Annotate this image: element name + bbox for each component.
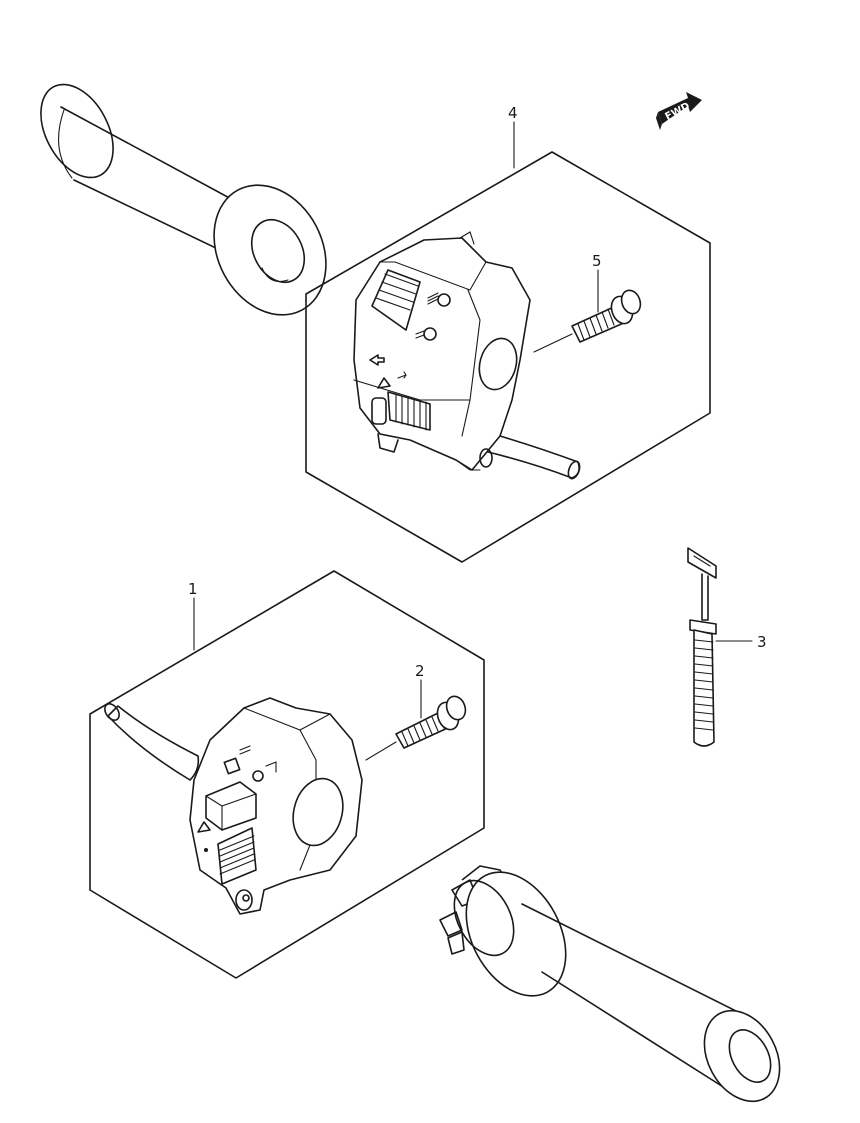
left-switch-assembly	[89, 570, 485, 979]
callout-5: 5	[592, 252, 602, 313]
callout-number-5: 5	[592, 252, 602, 270]
part-1-boundary	[89, 570, 485, 979]
cable-tie-part-3	[687, 547, 717, 747]
callout-number-4: 4	[508, 104, 518, 122]
callout-number-2: 2	[415, 662, 425, 680]
callout-2: 2	[415, 662, 425, 719]
right-switch-assembly	[305, 151, 711, 563]
screw-part-5	[571, 289, 642, 343]
callout-number-1: 1	[188, 580, 198, 598]
callout-4: 4	[508, 104, 518, 169]
fwd-arrow-icon: FWD	[656, 92, 702, 130]
callout-3: 3	[715, 633, 767, 651]
callout-1: 1	[188, 580, 198, 651]
left-grip	[40, 83, 327, 316]
throttle-grip	[439, 865, 781, 1103]
screw-part-2	[395, 695, 467, 749]
callout-number-3: 3	[757, 633, 767, 651]
part-4-boundary	[305, 151, 711, 563]
